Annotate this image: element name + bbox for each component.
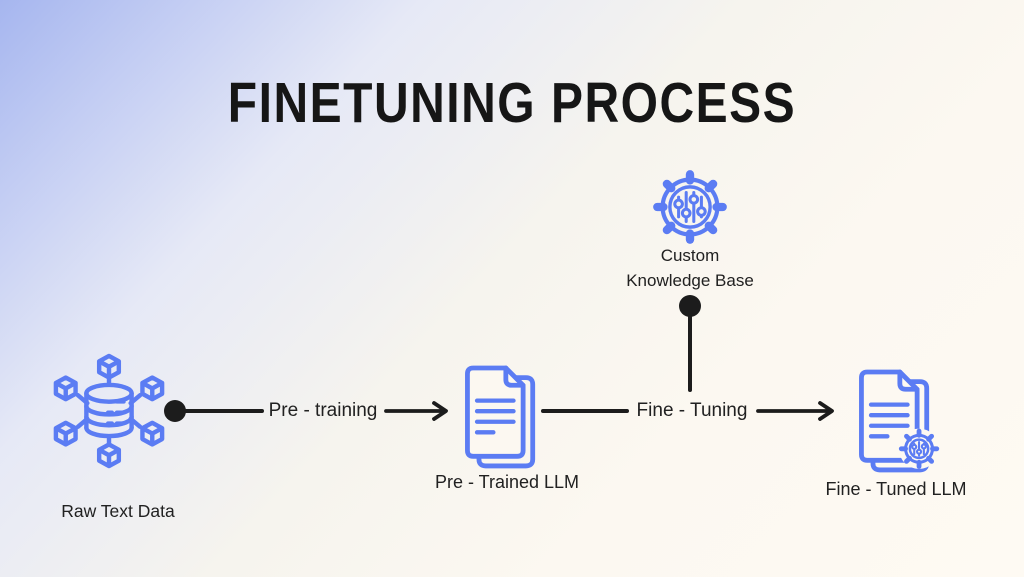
pretraining-arrow-icon [384, 401, 448, 421]
knowledge-base-connector-line [688, 308, 692, 392]
finetuning-line-left [541, 409, 629, 413]
pre-trained-llm-label: Pre - Trained LLM [434, 472, 580, 492]
fine-tuned-llm-label: Fine - Tuned LLM [825, 479, 967, 499]
gear-sliders-icon [653, 170, 727, 244]
page-title: FINETUNING PROCESS [227, 72, 797, 135]
documents-gear-badge-icon [859, 369, 940, 473]
database-network-icon [53, 353, 165, 469]
pretraining-start-dot [164, 400, 186, 422]
pretraining-line-left [182, 409, 264, 413]
pretraining-edge-label: Pre - training [268, 400, 378, 421]
custom-knowledge-base-label-line2: Knowledge Base [626, 271, 754, 290]
custom-knowledge-base-label-line1: Custom [660, 246, 720, 265]
raw-text-data-label: Raw Text Data [61, 501, 175, 521]
documents-icon [465, 365, 536, 469]
finetuning-edge-label: Fine - Tuning [636, 400, 748, 421]
knowledge-base-connector-dot [679, 295, 701, 317]
finetuning-arrow-icon [756, 401, 834, 421]
